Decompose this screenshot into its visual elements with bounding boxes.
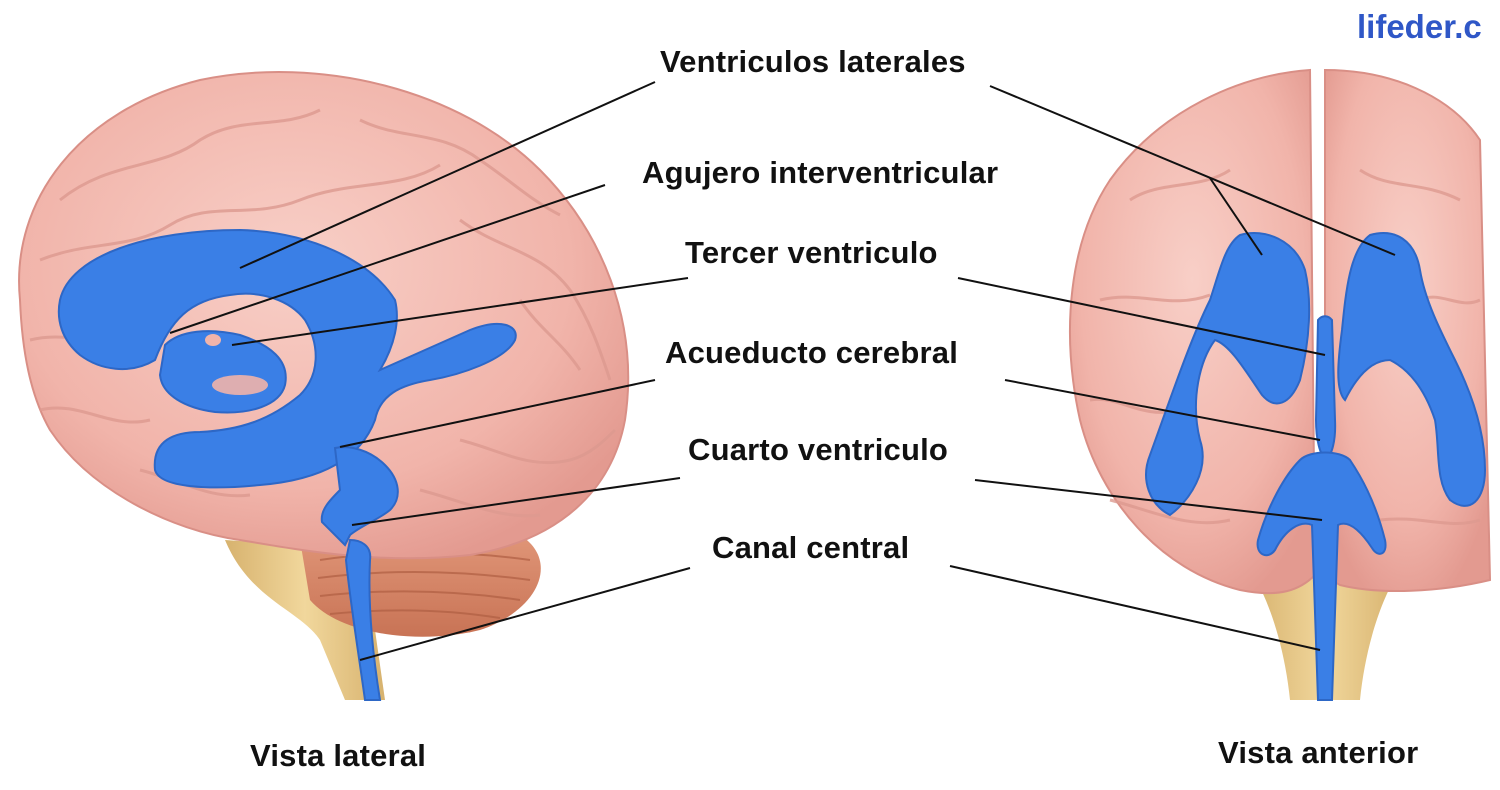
lateral-ventricles-shape bbox=[57, 228, 517, 701]
anterior-left-lateral-ventricle bbox=[1145, 232, 1311, 517]
caption-lateral-view: Vista lateral bbox=[250, 738, 427, 773]
interventricular-foramen-dot bbox=[205, 334, 221, 346]
anterior-fourth-ventricle bbox=[1256, 451, 1387, 701]
label-fourth-ventricle: Cuarto ventriculo bbox=[688, 432, 949, 467]
leader-third-ventricle-right bbox=[957, 277, 1326, 356]
lateral-fourth-ventricle-shape bbox=[320, 446, 399, 547]
caption-anterior-view: Vista anterior bbox=[1218, 735, 1419, 770]
leader-lateral-ventricles-branch bbox=[1209, 177, 1263, 256]
anterior-right-lateral-ventricle bbox=[1337, 232, 1487, 507]
leader-interventricular-foramen bbox=[169, 184, 606, 334]
leader-fourth-ventricle-right bbox=[974, 479, 1323, 521]
label-lateral-ventricles: Ventriculos laterales bbox=[660, 44, 966, 79]
interthalamic-adhesion bbox=[212, 375, 268, 395]
leader-fourth-ventricle-left bbox=[351, 477, 681, 526]
watermark-logo: lifeder.c bbox=[1357, 8, 1482, 45]
label-third-ventricle: Tercer ventriculo bbox=[685, 235, 938, 270]
lateral-gyri bbox=[29, 108, 617, 518]
leader-lateral-ventricles-right bbox=[989, 85, 1396, 256]
leader-central-canal-right bbox=[949, 565, 1321, 651]
label-cerebral-aqueduct: Acueducto cerebral bbox=[665, 335, 959, 370]
anterior-ventricles-shape bbox=[1145, 232, 1487, 701]
lateral-brain bbox=[18, 71, 630, 701]
leader-lateral-ventricles-left bbox=[239, 81, 656, 269]
cerebellum-folia bbox=[317, 551, 531, 619]
anterior-third-ventricle-and-aqueduct bbox=[1314, 315, 1337, 462]
leader-third-ventricle-left bbox=[231, 277, 689, 346]
label-central-canal: Canal central bbox=[712, 530, 910, 565]
leader-lines bbox=[169, 81, 1396, 661]
leader-cerebral-aqueduct-left bbox=[339, 379, 656, 448]
leader-central-canal-left bbox=[359, 567, 691, 661]
leader-cerebral-aqueduct-right bbox=[1004, 379, 1321, 441]
lateral-central-canal-shape bbox=[344, 538, 382, 701]
anterior-brain bbox=[1069, 68, 1492, 701]
label-interventricular-foramen: Agujero interventricular bbox=[642, 155, 999, 190]
